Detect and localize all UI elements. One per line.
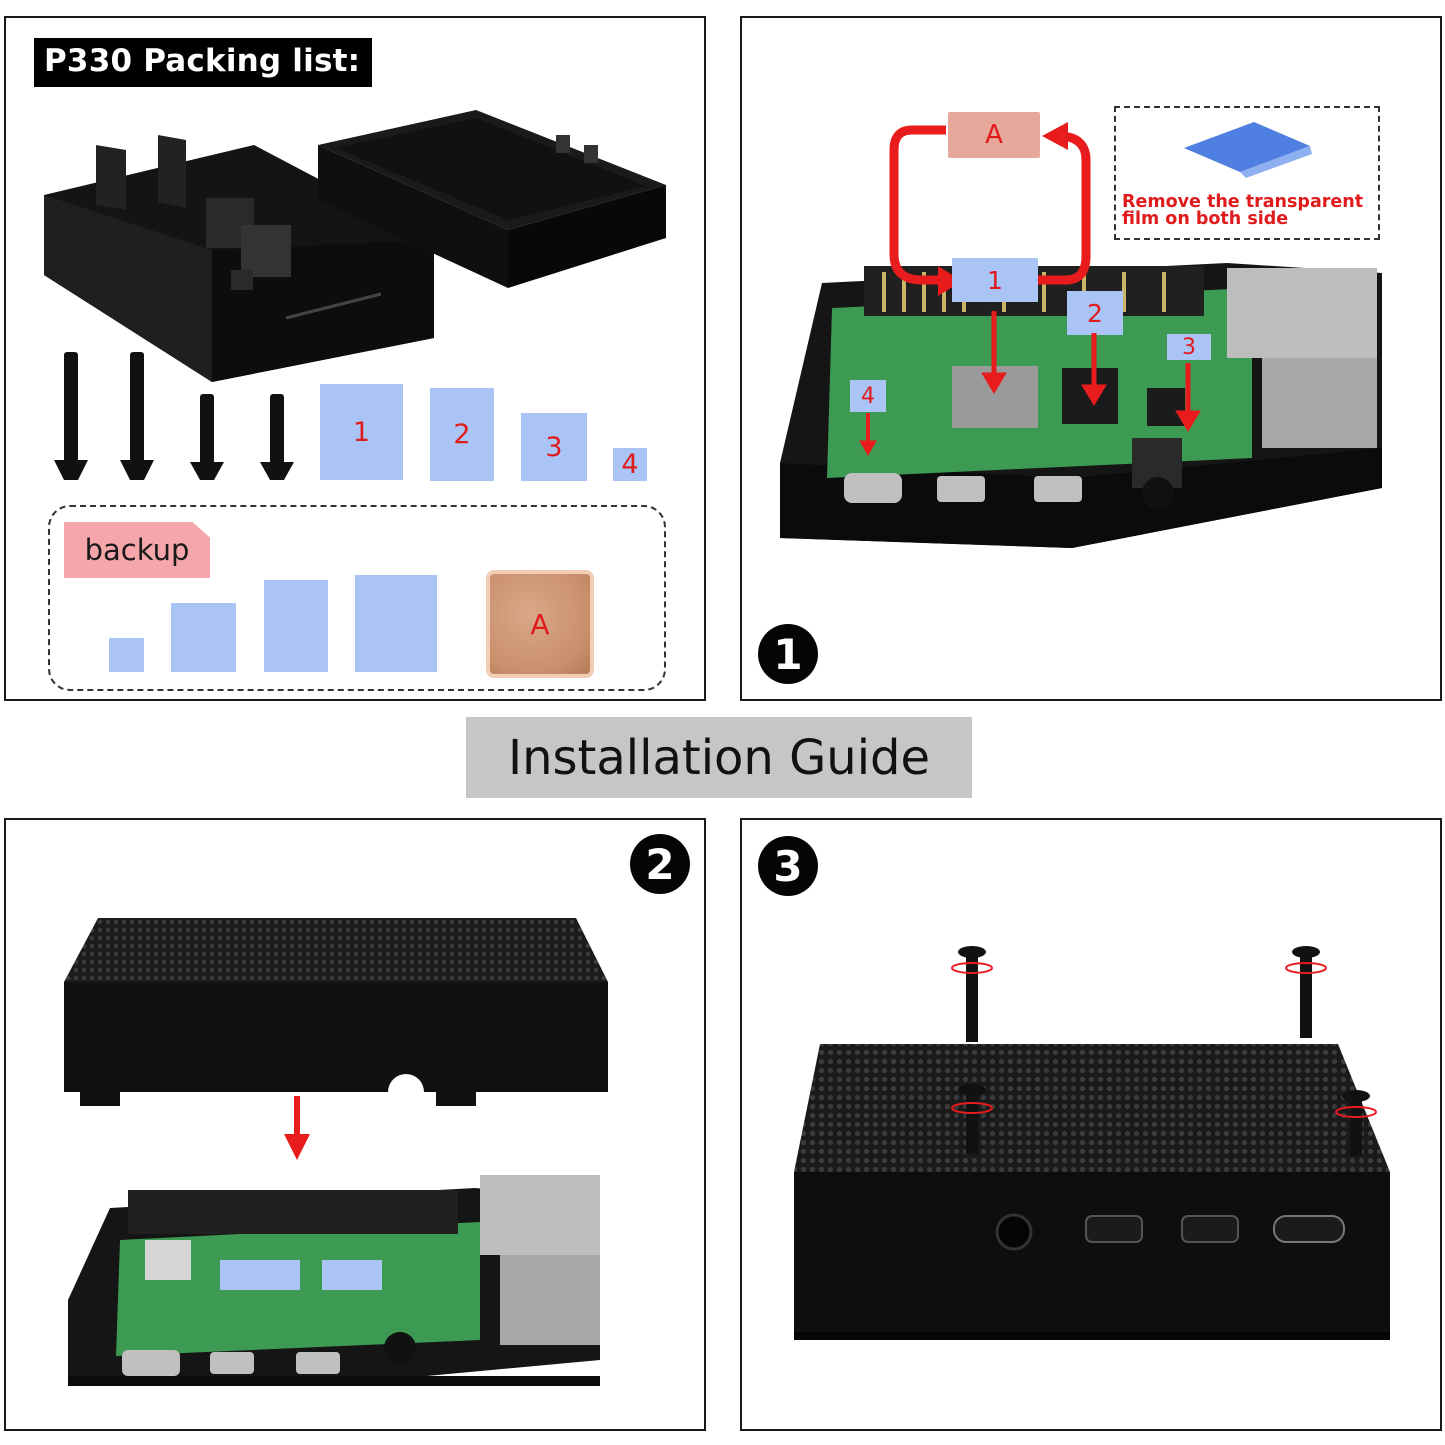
- film-note-text: Remove the transparent film on both side: [1122, 192, 1364, 229]
- thermal-pad-2: 2: [430, 388, 494, 481]
- long-screw-icon: [54, 352, 88, 480]
- long-screw-icon: [120, 352, 154, 480]
- screw-icon: [951, 1084, 993, 1154]
- board-in-case-illustration: [780, 263, 1382, 548]
- film-note-line: Remove the transparent: [1122, 192, 1364, 212]
- step1-pad-2: 2: [1067, 291, 1123, 335]
- packing-list-title: P330 Packing list:: [34, 38, 373, 87]
- screw-icon: [1285, 946, 1327, 1038]
- placement-arrows-icon: [859, 311, 1201, 457]
- step-number-1: 1: [758, 624, 818, 684]
- film-note-box: Remove the transparent film on both side: [1114, 106, 1380, 240]
- step1-pad-4: 4: [850, 380, 886, 412]
- backup-pad-large: [264, 580, 328, 672]
- micro-hdmi-icon: [937, 476, 985, 502]
- backup-pad-small: [109, 638, 144, 672]
- case-parts-illustration: [44, 110, 666, 382]
- ethernet-port-icon: [1227, 268, 1377, 358]
- installation-guide-title: Installation Guide: [466, 717, 972, 798]
- case-top-icon: [318, 110, 666, 288]
- packing-list-panel: P330 Packing list:: [4, 16, 706, 701]
- swap-arrows-icon: [889, 122, 1091, 296]
- audio-jack-icon: [1142, 477, 1174, 509]
- micro-hdmi-icon: [1034, 476, 1082, 502]
- short-screw-icon: [190, 394, 224, 480]
- screws-illustration: [54, 352, 294, 480]
- step-number-3: 3: [758, 836, 818, 896]
- down-arrow-icon: [284, 1096, 310, 1160]
- backup-pad-xlarge: [355, 575, 437, 672]
- copper-shim: A: [486, 570, 594, 678]
- step1-pad-3: 3: [1167, 334, 1211, 360]
- assembled-case-illustration: [794, 946, 1390, 1340]
- backup-pad-medium: [171, 603, 236, 672]
- film-note-line: film on both side: [1122, 209, 1289, 229]
- usbc-port-icon: [844, 473, 902, 503]
- step-number-2: 2: [630, 834, 690, 894]
- step1-copper-shim: A: [948, 112, 1040, 158]
- thermal-pad-4: 4: [613, 448, 647, 481]
- usb-ports-icon: [1262, 358, 1377, 448]
- board-in-base-illustration: [68, 1175, 600, 1386]
- thermal-pad-1: 1: [320, 384, 403, 480]
- step3-panel: 3: [740, 818, 1442, 1431]
- step2-panel: 2: [4, 818, 706, 1431]
- step1-panel: A 1 2 3 4 Remove the transparent film on…: [740, 16, 1442, 701]
- backup-label: backup: [64, 522, 210, 578]
- backup-box: [48, 505, 666, 691]
- short-screw-icon: [260, 394, 294, 480]
- screw-icon: [1335, 1090, 1377, 1156]
- screw-icon: [951, 946, 993, 1042]
- step1-pad-1: 1: [952, 258, 1038, 302]
- film-sheet-icon: [1184, 122, 1312, 178]
- case-top-cover-illustration: [64, 918, 608, 1110]
- thermal-pad-3: 3: [521, 413, 587, 481]
